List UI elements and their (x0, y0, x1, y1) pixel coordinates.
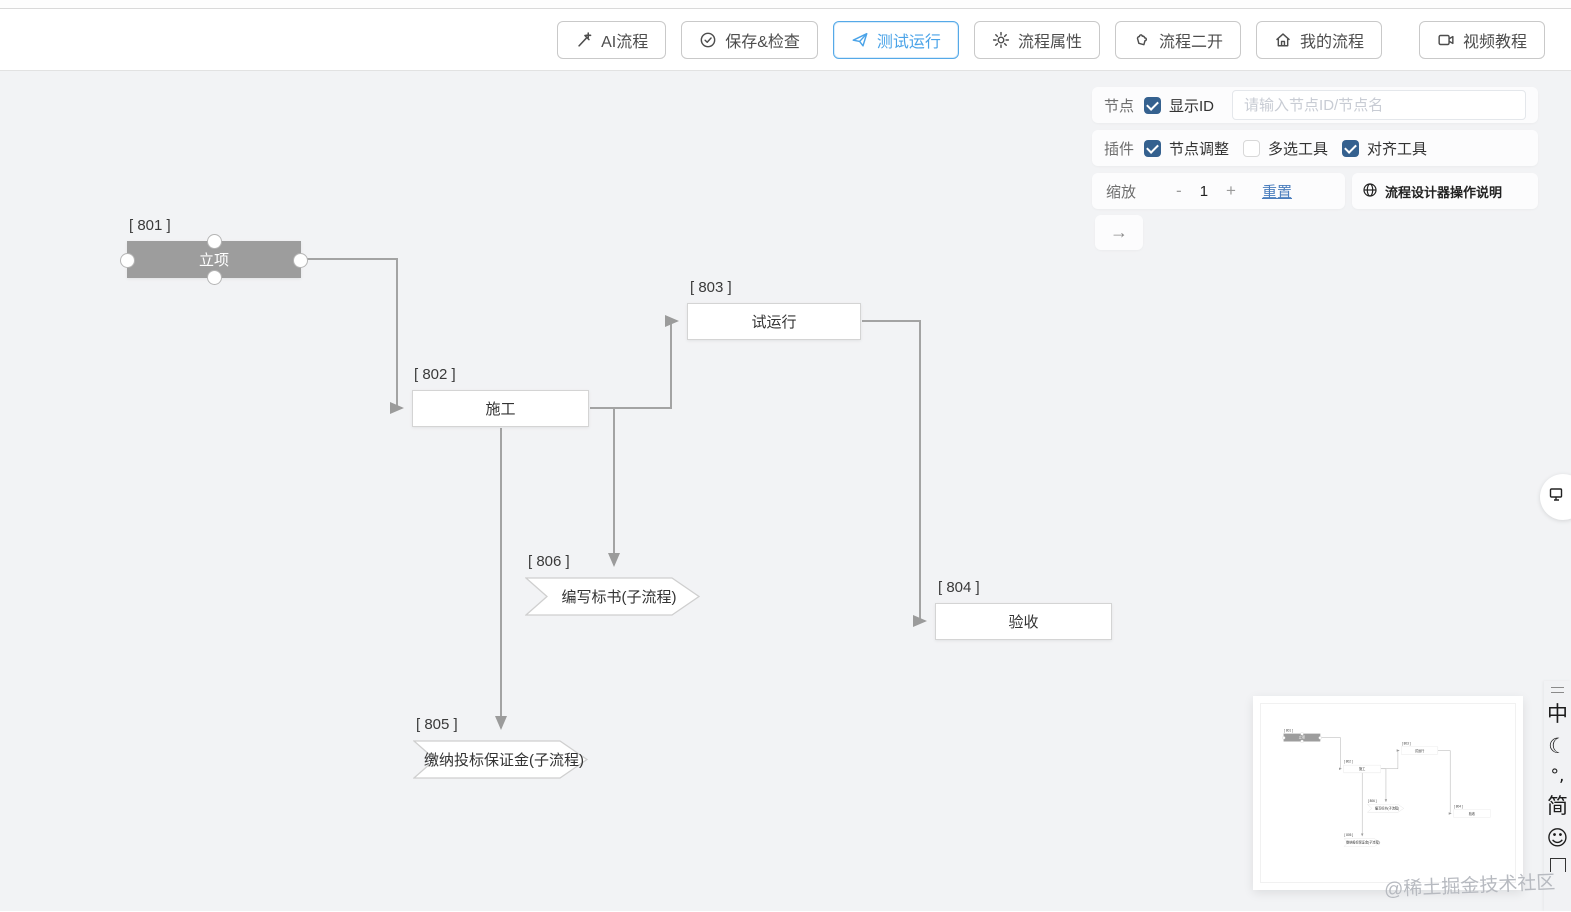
node-display-card: 节点 显示ID (1092, 87, 1538, 123)
flow-layer: [ 801 ] 立项 [ 802 ] 施工 [ 803 ] 试运行 [ 804 … (0, 71, 1571, 911)
home-icon (1274, 31, 1292, 49)
button-label: 保存&检查 (725, 33, 800, 51)
edge-802-803 (590, 315, 679, 409)
test-run-button[interactable]: 测试运行 (832, 20, 959, 59)
multi-select-label: 多选工具 (1268, 140, 1329, 158)
node-row-label: 节点 (1104, 97, 1135, 115)
node-title: 施工 (485, 401, 516, 418)
button-label: 测试运行 (876, 33, 941, 51)
minimap[interactable]: [ 801 ] 立项 [ 802 ] 施工 [ 803 ] 试运行 [ 804 … (1253, 696, 1523, 890)
edge-801-802 (301, 258, 404, 414)
node-id-label-806: [ 806 ] (528, 553, 570, 570)
connect-handle-bottom[interactable] (207, 270, 222, 285)
zoom-card: 缩放 - 1 + 重置 (1092, 173, 1345, 209)
button-label: AI流程 (601, 33, 649, 51)
node-id-label-801: [ 801 ] (129, 217, 171, 234)
node-id-label-802: [ 802 ] (414, 366, 456, 383)
node-title: 缴纳投标保证金(子流程) (424, 752, 584, 769)
plugin-card: 插件 节点调整 多选工具 对齐工具 (1092, 130, 1538, 166)
window-top-strip (0, 0, 1571, 9)
pennant-shape (525, 577, 701, 616)
video-icon (1437, 31, 1455, 49)
wand-icon (575, 31, 593, 49)
ime-punctuation-mode[interactable]: °, (1550, 765, 1565, 786)
flow-node-804[interactable]: 验收 (935, 603, 1112, 640)
flow-properties-button[interactable]: 流程属性 (973, 20, 1100, 59)
node-id-label-805: [ 805 ] (416, 716, 458, 733)
zoom-value: 1 (1199, 182, 1209, 200)
connect-handle-top[interactable] (207, 234, 222, 249)
connect-handle-right[interactable] (293, 253, 308, 268)
gear-icon (992, 31, 1010, 49)
ime-toolbar: 中 ☾ °, 简 ☺ (1544, 681, 1571, 911)
zoom-reset-link[interactable]: 重置 (1261, 183, 1292, 201)
node-id-label-804: [ 804 ] (938, 579, 980, 596)
minimap-viewport: [ 801 ] 立项 [ 802 ] 施工 [ 803 ] 试运行 [ 804 … (1260, 703, 1516, 883)
flow-node-806[interactable]: 编写标书(子流程) (525, 577, 701, 616)
flow-node-801[interactable]: 立项 (120, 234, 308, 285)
flow-node-805[interactable]: 缴纳投标保证金(子流程) (413, 740, 589, 779)
ai-flow-button[interactable]: AI流程 (557, 20, 667, 59)
show-id-label: 显示ID (1169, 97, 1215, 115)
paper-plane-icon (851, 31, 869, 49)
flow-designer-canvas[interactable]: [ 801 ] 立项 [ 802 ] 施工 [ 803 ] 试运行 [ 804 … (0, 71, 1571, 911)
flow-node-803[interactable]: 试运行 (687, 303, 861, 340)
globe-icon (1362, 182, 1378, 201)
node-title: 试运行 (751, 314, 797, 331)
moon-icon[interactable]: ☾ (1548, 734, 1567, 759)
ime-simplified-mode[interactable]: 简 (1547, 793, 1568, 818)
emoji-icon[interactable]: ☺ (1546, 825, 1569, 850)
connect-handle-left[interactable] (120, 253, 135, 268)
pennant-shape (413, 740, 589, 779)
plugin-row-label: 插件 (1104, 140, 1135, 158)
align-tool-checkbox[interactable] (1342, 139, 1360, 157)
button-label: 流程二开 (1158, 33, 1223, 51)
button-label: 我的流程 (1299, 33, 1364, 51)
align-tool-label: 对齐工具 (1367, 140, 1428, 158)
node-title: 立项 (198, 252, 229, 269)
zoom-row-label: 缩放 (1106, 183, 1137, 201)
multi-select-checkbox[interactable] (1243, 139, 1261, 157)
designer-help-link[interactable]: 流程设计器操作说明 (1352, 173, 1538, 209)
puzzle-icon (1133, 31, 1151, 49)
ime-drag-handle[interactable] (1551, 687, 1564, 693)
my-flows-button[interactable]: 我的流程 (1255, 20, 1382, 59)
check-circle-icon (699, 31, 717, 49)
button-label: 流程属性 (1017, 33, 1082, 51)
flow-secondary-dev-button[interactable]: 流程二开 (1114, 20, 1241, 59)
video-tutorial-button[interactable]: 视频教程 (1418, 20, 1545, 59)
designer-help-label: 流程设计器操作说明 (1385, 184, 1503, 200)
main-toolbar: AI流程 保存&检查 测试运行 流程属性 (0, 9, 1571, 71)
flow-node-802[interactable]: 施工 (412, 390, 589, 427)
monitor-icon (1549, 487, 1565, 508)
zoom-in-button[interactable]: + (1222, 181, 1240, 201)
button-label: 视频教程 (1462, 33, 1527, 51)
edge-802-806 (590, 407, 620, 567)
arrow-right-icon: → (1110, 222, 1128, 242)
node-title: 编写标书(子流程) (561, 589, 677, 606)
node-search-input[interactable] (1232, 90, 1526, 120)
save-check-button[interactable]: 保存&检查 (681, 20, 818, 59)
node-id-label-803: [ 803 ] (690, 279, 732, 296)
flow-layer: [ 801 ] 立项 [ 802 ] 施工 [ 803 ] 试运行 [ 804 … (1261, 704, 1515, 874)
ime-keyboard-icon[interactable] (1549, 858, 1566, 873)
zoom-out-button[interactable]: - (1172, 181, 1186, 201)
edge-803-804 (862, 320, 927, 627)
node-title: 验收 (1008, 614, 1039, 631)
ime-chinese-mode[interactable]: 中 (1547, 702, 1568, 726)
panel-collapse-button[interactable]: → (1095, 215, 1143, 250)
node-adjust-label: 节点调整 (1169, 140, 1230, 158)
flow-edges (301, 258, 927, 730)
show-id-checkbox[interactable] (1144, 96, 1162, 114)
node-adjust-checkbox[interactable] (1144, 139, 1162, 157)
component-panel-button[interactable] (1540, 474, 1571, 520)
